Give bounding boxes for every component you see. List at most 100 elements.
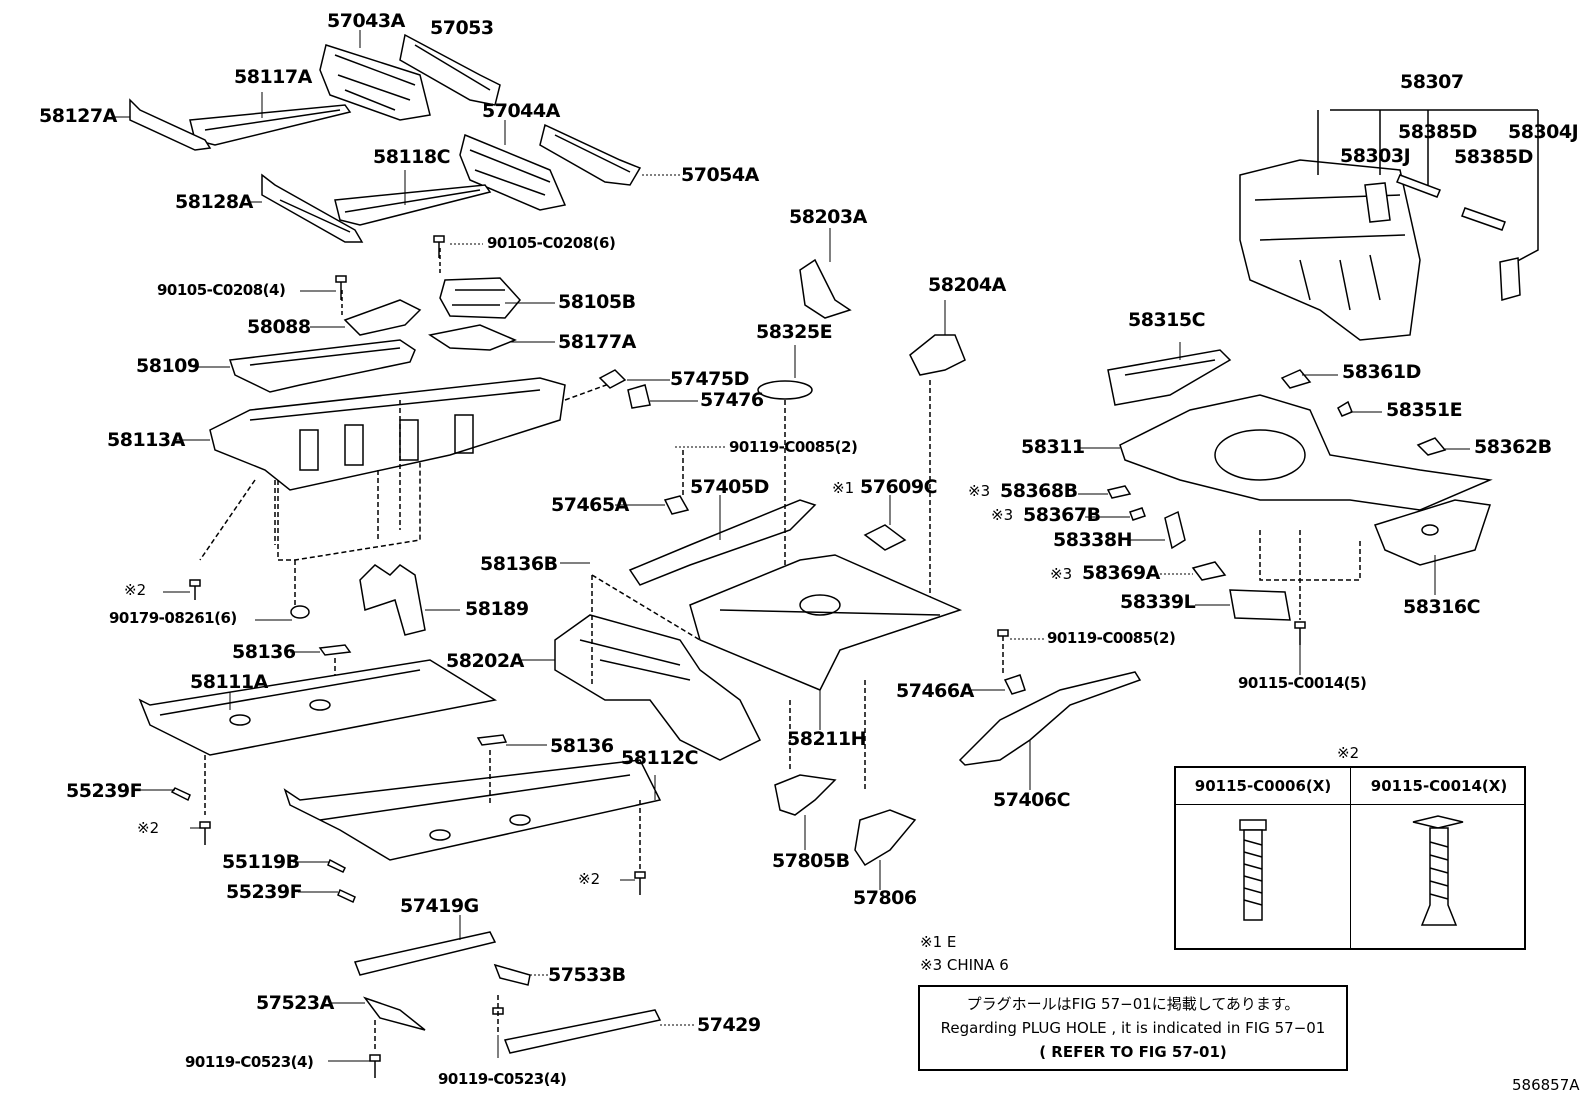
part-label-57466A[interactable]: 57466A <box>896 680 974 702</box>
part-label-58113A[interactable]: 58113A <box>107 429 185 451</box>
part-label-58307[interactable]: 58307 <box>1400 71 1464 93</box>
ref-mark-3-58369A: ※3 <box>1050 565 1073 583</box>
part-label-58202A[interactable]: 58202A <box>446 650 524 672</box>
part-label-57419G[interactable]: 57419G <box>400 895 479 917</box>
part-label-57429[interactable]: 57429 <box>697 1014 761 1036</box>
part-label-58112C[interactable]: 58112C <box>621 747 699 769</box>
part-label-58211H[interactable]: 58211H <box>787 728 867 750</box>
part-57043A-drawing <box>319 44 431 121</box>
part-58105B-drawing <box>439 248 521 319</box>
legend-col-2-header: 90115-C0014(X) <box>1370 777 1508 795</box>
part-57466A-drawing <box>997 629 1026 695</box>
part-label-55239F-lower[interactable]: 55239F <box>226 881 303 903</box>
part-label-58136-upper[interactable]: 58136 <box>232 641 296 663</box>
legend-mark: ※2 <box>1337 744 1360 762</box>
part-label-58088[interactable]: 58088 <box>247 316 311 338</box>
part-label-58304J[interactable]: 58304J <box>1508 121 1579 143</box>
part-label-57044A[interactable]: 57044A <box>482 100 560 122</box>
part-label-58117A[interactable]: 58117A <box>234 66 312 88</box>
legend-col-1-header: 90115-C0006(X) <box>1194 777 1332 795</box>
part-label-55119B[interactable]: 55119B <box>222 851 300 873</box>
part-label-90119-C0523-4-left[interactable]: 90119-C0523(4) <box>185 1053 314 1071</box>
part-57053-drawing <box>399 33 501 106</box>
part-label-90119-C0085-2-center[interactable]: 90119-C0085(2) <box>729 438 858 456</box>
part-label-58362B[interactable]: 58362B <box>1474 436 1552 458</box>
part-label-58361D[interactable]: 58361D <box>1342 361 1421 383</box>
part-58316C-drawing <box>1374 499 1491 566</box>
part-label-57053[interactable]: 57053 <box>430 17 494 39</box>
part-label-58367B[interactable]: 58367B <box>1023 504 1101 526</box>
figure-code: 586857A <box>1512 1076 1580 1094</box>
part-label-57533B[interactable]: 57533B <box>548 964 626 986</box>
part-label-57054A[interactable]: 57054A <box>681 164 759 186</box>
legend-divider-v <box>1350 768 1351 948</box>
part-label-57043A[interactable]: 57043A <box>327 10 405 32</box>
part-label-58325E[interactable]: 58325E <box>756 321 833 343</box>
part-58304J-drawing <box>1499 257 1521 301</box>
part-label-58351E[interactable]: 58351E <box>1386 399 1463 421</box>
part-label-58203A[interactable]: 58203A <box>789 206 867 228</box>
part-label-57475D[interactable]: 57475D <box>670 368 749 390</box>
part-label-58109[interactable]: 58109 <box>136 355 200 377</box>
part-label-57806[interactable]: 57806 <box>853 887 917 909</box>
part-label-58385D-lower[interactable]: 58385D <box>1454 146 1533 168</box>
part-label-58303J[interactable]: 58303J <box>1340 145 1411 167</box>
part-label-58316C[interactable]: 58316C <box>1403 596 1481 618</box>
part-label-57476[interactable]: 57476 <box>700 389 764 411</box>
note-mark-3: ※3 CHINA 6 <box>920 956 1009 974</box>
part-58088-drawing <box>341 290 422 336</box>
part-label-57523A[interactable]: 57523A <box>256 992 334 1014</box>
part-label-57406C[interactable]: 57406C <box>993 789 1071 811</box>
part-label-58105B[interactable]: 58105B <box>558 291 636 313</box>
fastener-90115-C0014-drawing <box>1412 815 1464 926</box>
part-58362B-drawing <box>1416 437 1447 456</box>
part-58127A-drawing <box>129 98 212 151</box>
part-label-57465A[interactable]: 57465A <box>551 494 629 516</box>
part-label-58385D-upper[interactable]: 58385D <box>1398 121 1477 143</box>
plug-hole-note-box: プラグホールはFIG 57−01に掲載してあります。 Regarding PLU… <box>918 985 1348 1071</box>
part-57405D-drawing <box>628 499 817 586</box>
part-label-57405D[interactable]: 57405D <box>690 476 769 498</box>
ref-mark-3-58367B: ※3 <box>991 506 1014 524</box>
part-57054A-drawing <box>539 123 642 186</box>
part-label-58118C[interactable]: 58118C <box>373 146 451 168</box>
part-label-90115-C0014-5[interactable]: 90115-C0014(5) <box>1238 674 1367 692</box>
part-57476-drawing <box>627 384 651 409</box>
part-label-58189[interactable]: 58189 <box>465 598 529 620</box>
part-label-58315C[interactable]: 58315C <box>1128 309 1206 331</box>
part-label-55239F-upper[interactable]: 55239F <box>66 780 143 802</box>
part-58118C-drawing <box>334 184 492 226</box>
part-58177A-drawing <box>428 324 517 351</box>
part-58338H-drawing <box>1164 510 1186 550</box>
part-58202A-drawing <box>554 574 762 761</box>
part-label-58338H[interactable]: 58338H <box>1053 529 1133 551</box>
part-label-58369A[interactable]: 58369A <box>1082 562 1160 584</box>
part-label-58136-lower[interactable]: 58136 <box>550 735 614 757</box>
part-label-57609C[interactable]: 57609C <box>860 476 938 498</box>
part-label-58339L[interactable]: 58339L <box>1120 591 1196 613</box>
part-label-58368B[interactable]: 58368B <box>1000 480 1078 502</box>
part-label-90119-C0085-2-right[interactable]: 90119-C0085(2) <box>1047 629 1176 647</box>
part-label-90119-C0523-4-right[interactable]: 90119-C0523(4) <box>438 1070 567 1088</box>
ref-mark-2-center: ※2 <box>578 870 601 888</box>
part-label-90105-C0208-6[interactable]: 90105-C0208(6) <box>487 234 616 252</box>
part-label-58177A[interactable]: 58177A <box>558 331 636 353</box>
part-label-90105-C0208-4[interactable]: 90105-C0208(4) <box>157 281 286 299</box>
part-57533B-drawing <box>493 963 531 986</box>
part-58204A-drawing <box>909 334 966 610</box>
fastener-legend-table: 90115-C0006(X) 90115-C0014(X) <box>1174 766 1526 950</box>
part-58117A-drawing <box>189 104 352 146</box>
part-label-58204A[interactable]: 58204A <box>928 274 1006 296</box>
part-label-57805B[interactable]: 57805B <box>772 850 850 872</box>
part-label-58111A[interactable]: 58111A <box>190 671 268 693</box>
part-label-58311[interactable]: 58311 <box>1021 436 1085 458</box>
part-label-90179-08261-6[interactable]: 90179-08261(6) <box>109 609 237 627</box>
part-label-58136B[interactable]: 58136B <box>480 553 558 575</box>
part-58109-drawing <box>228 339 416 393</box>
part-55119B-drawing <box>327 858 346 873</box>
ref-mark-1-57609C: ※1 <box>832 479 855 497</box>
part-label-58128A[interactable]: 58128A <box>175 191 253 213</box>
part-label-58127A[interactable]: 58127A <box>39 105 117 127</box>
